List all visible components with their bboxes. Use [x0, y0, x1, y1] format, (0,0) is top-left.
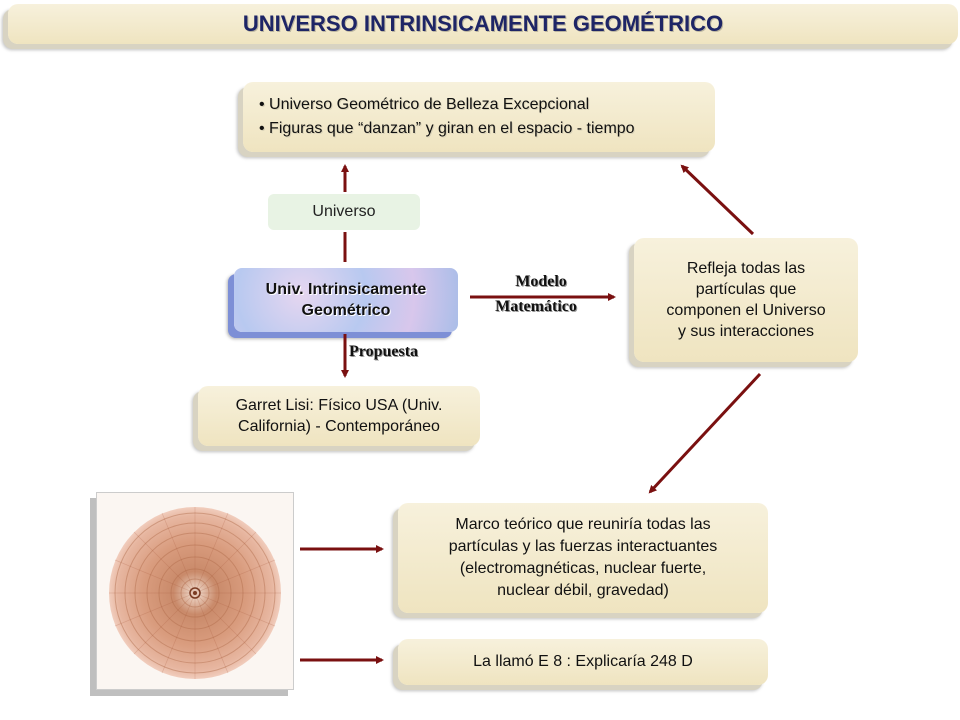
e8-diagram-image [96, 492, 294, 690]
marco-line-2: partículas y las fuerzas interactuantes [448, 538, 718, 555]
refleja-line-1: Refleja todas las [686, 260, 806, 277]
marco-line-1: Marco teórico que reuniría todas las [455, 516, 711, 533]
matematico-label: Matemático [495, 298, 577, 315]
core-line-2: Geométrico [301, 302, 391, 319]
refleja-line-2: partículas que [695, 281, 797, 298]
modelo-label: Modelo [515, 273, 567, 290]
marco-line-4: nuclear débil, gravedad) [497, 582, 669, 599]
arrow-refleja-to-marco [648, 372, 762, 494]
garret-line-2: California) - Contemporáneo [238, 418, 440, 435]
page-title: UNIVERSO INTRINSICAMENTE GEOMÉTRICO [8, 4, 958, 44]
geometric-universe-box: Universo Geométrico de Belleza Excepcion… [243, 82, 715, 152]
garret-lisi-box: Garret Lisi: Físico USA (Univ. Californi… [198, 386, 480, 446]
bullet-item: Universo Geométrico de Belleza Excepcion… [259, 93, 635, 117]
universo-label-box: Universo [268, 194, 420, 230]
e8-box: La llamó E 8 : Explicaría 248 D [398, 639, 768, 685]
e8-polytope-graphic [97, 493, 293, 689]
garret-line-1: Garret Lisi: Físico USA (Univ. [235, 397, 443, 414]
propuesta-label: Propuesta [349, 343, 419, 360]
arrow-refleja-to-top [680, 164, 755, 236]
marco-line-3: (electromagnéticas, nuclear fuerte, [459, 560, 707, 577]
intrinsic-geometric-box: Univ. Intrinsicamente Geométrico [234, 268, 458, 332]
refleja-line-3: componen el Universo [666, 302, 826, 319]
refleja-line-4: y sus interacciones [677, 323, 815, 340]
refleja-particulas-box: Refleja todas las partículas que compone… [634, 238, 858, 362]
bullet-item: Figuras que “danzan” y giran en el espac… [259, 117, 635, 141]
core-line-1: Univ. Intrinsicamente [265, 281, 427, 298]
marco-teorico-box: Marco teórico que reuniría todas las par… [398, 503, 768, 613]
